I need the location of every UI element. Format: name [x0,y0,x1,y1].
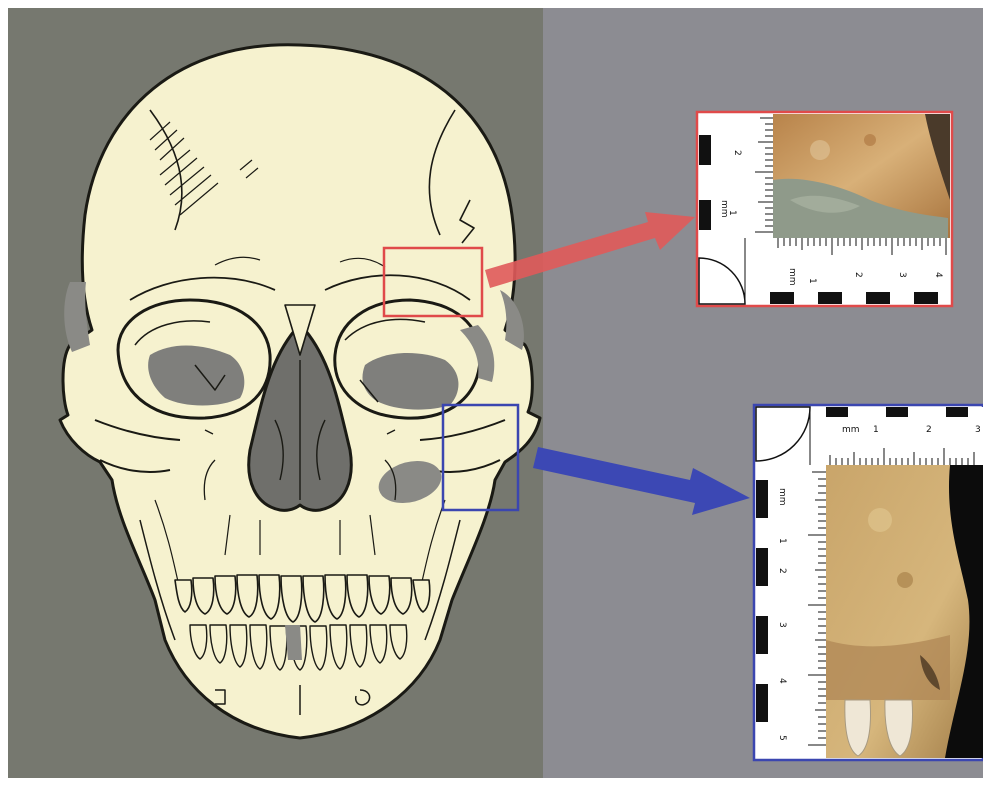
ruler-unit: mm [719,200,729,218]
ruler-label: 5 [777,735,787,741]
ruler-label: 3 [975,425,981,435]
ruler-label: 4 [777,678,787,684]
ruler-label: 3 [777,622,787,628]
ruler-label: 2 [777,568,787,574]
ruler-unit: mm [787,268,797,286]
ruler-unit: mm [842,425,860,435]
ruler-upper-vertical: 2 1 mm [699,114,773,238]
ruler-label: 2 [853,272,863,278]
ruler-label: 3 [897,272,907,278]
bone-photo-icon [773,114,950,238]
ruler-label: 4 [933,272,943,278]
ruler-label: 2 [926,425,932,435]
ruler-label: 2 [732,150,742,156]
photo-inset-upper: 2 1 mm [697,112,952,306]
ruler-label: 1 [807,278,817,284]
ruler-lower-vertical: 1 2 3 4 5 mm [756,465,826,758]
photo-inset-lower: 1 2 3 mm [754,405,983,760]
bone-photo-icon [826,465,983,758]
ruler-lower-horizontal: 1 2 3 mm [756,407,983,465]
ruler-label: 1 [777,538,787,544]
ruler-unit: mm [777,488,787,506]
ruler-label: 1 [873,425,879,435]
ruler-upper-horizontal: 1 2 3 4 mm [699,238,950,304]
